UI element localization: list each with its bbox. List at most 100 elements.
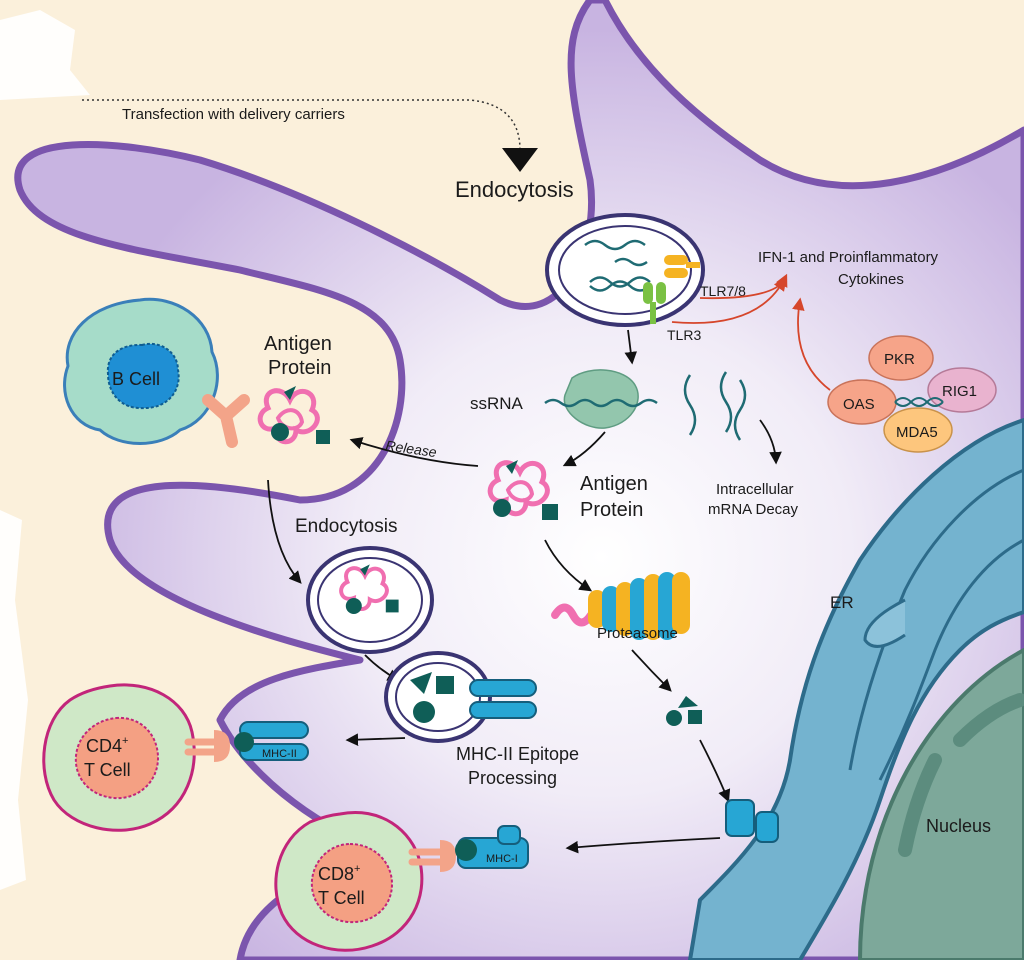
cytosolic-sensors: [827, 335, 997, 453]
cd8-tcr: [408, 848, 444, 866]
antigen-left-label-line1: Antigen: [264, 333, 332, 355]
proteasome-label: Proteasome: [597, 625, 678, 642]
peptide-square: [688, 710, 702, 724]
cd4-cell-nucleus: [74, 716, 160, 800]
ssrna-strand: [544, 398, 658, 408]
free-mrna-strand: [719, 371, 733, 433]
cd8-t-cell: CD8+ T Cell: [274, 811, 424, 952]
mrna-strand: [614, 257, 648, 267]
antigen-center-label-line2: Protein: [580, 499, 643, 521]
mhc-ii-label-line1: MHC-II Epitope: [456, 744, 579, 764]
b-cell-receptor: [202, 394, 250, 448]
transfection-arrowhead: [502, 148, 538, 172]
ssrna-label: ssRNA: [470, 394, 524, 413]
cd4-t-cell: CD4+ T Cell: [42, 683, 196, 832]
epitope-square: [542, 504, 558, 520]
endosome-antigen: [306, 546, 434, 654]
er-label: ER: [830, 593, 854, 612]
translation-arrow: [562, 431, 606, 467]
release-mrna-arrow: [624, 329, 638, 365]
pkr-node: [868, 335, 934, 381]
cd4-label-line1: CD4+: [86, 735, 128, 756]
b-cell-nucleus: [106, 342, 180, 410]
mhc-i-tag: MHC-I: [486, 853, 518, 865]
proteasome-arrow: [544, 539, 593, 592]
nucleus-pore: [898, 753, 942, 857]
antigen-protein-left: [257, 386, 330, 445]
nucleus-label: Nucleus: [926, 816, 991, 836]
b-cell: B Cell: [63, 297, 219, 445]
mhc-i-in-er: [725, 799, 779, 843]
mda5-label: MDA5: [896, 424, 938, 441]
mrna-strand: [589, 280, 651, 292]
cd4-tcr: [184, 738, 218, 756]
dsrna-helix: [894, 397, 944, 407]
mhc-ii-molecule: [469, 679, 537, 719]
tlr78-receptor: [664, 255, 700, 278]
intracellular-label-line2: mRNA Decay: [708, 501, 799, 518]
proteasome: [551, 572, 690, 640]
peptide-circle: [666, 710, 682, 726]
peptide-triangle: [678, 696, 698, 708]
epitope-triangle: [506, 460, 518, 474]
peptide-chain: [551, 603, 595, 627]
tlr78-label: TLR7/8: [700, 283, 746, 299]
cd8-presentation-arrow: [565, 837, 721, 854]
cd4-presentation-arrow: [345, 733, 406, 746]
mhc-ii-label-line2: Processing: [468, 768, 557, 788]
tlr3-label: TLR3: [667, 327, 701, 343]
cd8-cell-nucleus: [310, 842, 394, 924]
endocytosis-top-label: Endocytosis: [455, 177, 574, 202]
transfection-label: Transfection with delivery carriers: [122, 106, 345, 123]
sensor-signal-arrow: [792, 297, 831, 391]
ifn-label-line1: IFN-1 and Proinflammatory: [758, 249, 939, 266]
cd4-tcr-head: [214, 730, 230, 762]
mhc-i-surface: [455, 825, 529, 869]
epitope-square: [316, 430, 330, 444]
mrna-strand: [584, 239, 646, 251]
torn-paper-edge: [0, 10, 90, 100]
pkr-label: PKR: [884, 351, 915, 368]
mhc-ii-tag: MHC-II: [262, 748, 297, 760]
mrna-strand: [589, 276, 651, 288]
ribosome: [563, 369, 639, 429]
tlr3-receptor: [643, 282, 666, 324]
tlr3-signal-arrow: [671, 273, 788, 324]
intracellular-label-line1: Intracellular: [716, 481, 794, 498]
endocytosis-mid-label: Endocytosis: [295, 516, 397, 537]
antigen-protein-center: [487, 460, 558, 520]
cd8-label-line2: T Cell: [318, 888, 365, 908]
peptide-arrow: [631, 649, 672, 692]
uptake-arrow: [267, 479, 302, 584]
ifn-label-line2: Cytokines: [838, 271, 904, 288]
rig1-label: RIG1: [942, 383, 977, 400]
free-mrna-strand: [683, 374, 697, 436]
cd8-tcr-head: [440, 840, 456, 872]
endosome-mhc-ii: [384, 651, 492, 743]
b-cell-label: B Cell: [112, 369, 160, 389]
antigen-left-label-line2: Protein: [268, 357, 331, 379]
cd8-label-line1: CD8+: [318, 863, 360, 884]
dendritic-cell-body: [14, 0, 1024, 960]
er-lumen-fold: [878, 538, 1024, 781]
transfection-arrow: [82, 99, 521, 151]
free-mrna-strand: [733, 379, 747, 441]
release-label: Release: [385, 437, 438, 460]
er-cisterna: [863, 598, 906, 648]
dsrna-helix: [894, 397, 944, 407]
er-loading-arrow: [699, 739, 731, 803]
rig1-node: [927, 367, 997, 413]
release-arrow: [349, 437, 479, 467]
er-lumen-fold: [848, 468, 1024, 771]
torn-paper-edge: [0, 510, 28, 890]
epitope-circle: [493, 499, 511, 517]
decay-arrow: [759, 419, 782, 465]
antigen-center-label-line1: Antigen: [580, 473, 648, 495]
oas-label: OAS: [843, 396, 875, 413]
epitope-circle: [271, 423, 289, 441]
mda5-node: [883, 407, 953, 453]
nucleus-pore: [953, 693, 1024, 747]
cd4-label-line2: T Cell: [84, 760, 131, 780]
